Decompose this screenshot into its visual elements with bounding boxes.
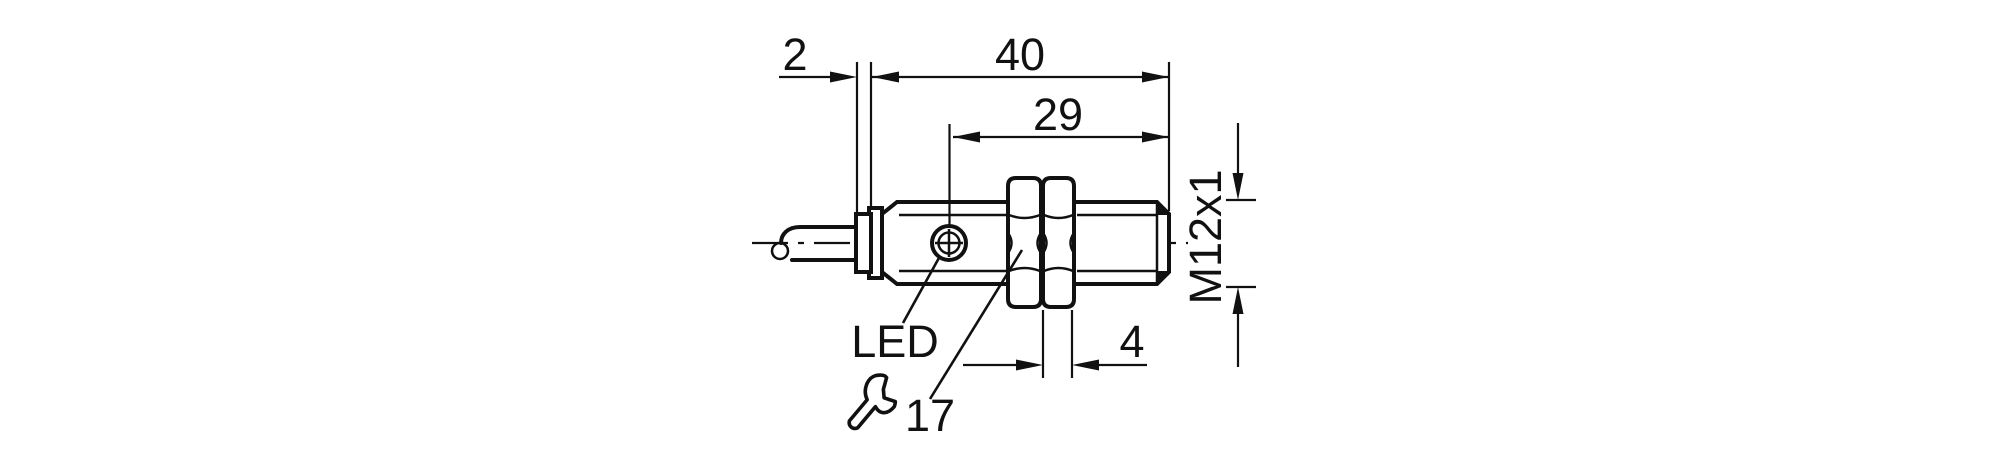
led-label: LED xyxy=(851,316,939,367)
hex-nut-right xyxy=(1041,176,1076,309)
wrench-size-label: 17 xyxy=(905,390,955,441)
led-callout: LED xyxy=(851,255,942,367)
wrench-size-callout: 17 xyxy=(847,249,1024,441)
cable-end-curl xyxy=(770,241,790,261)
dim-label-2: 2 xyxy=(782,29,807,80)
gland-step-inner xyxy=(854,212,873,274)
thread-root-lines xyxy=(899,213,1156,273)
dim-housing-length: 40 xyxy=(872,29,1169,83)
dim-cable-gland-width: 2 xyxy=(779,29,857,83)
cable-top-edge xyxy=(779,225,859,245)
dim-label-4: 4 xyxy=(1119,316,1144,367)
tip-chamfer-top xyxy=(1156,202,1169,215)
dim-label-40: 40 xyxy=(995,29,1045,80)
wrench-icon xyxy=(847,373,898,431)
led-indicator xyxy=(930,224,968,262)
dim-thread-spec: M12x1 xyxy=(1180,123,1256,367)
dim-label-29: 29 xyxy=(1033,89,1083,140)
dim-nut-thickness: 4 xyxy=(963,316,1147,371)
wrench-size-leader-line xyxy=(928,249,1024,400)
lock-nuts xyxy=(1006,176,1076,309)
cable-gland xyxy=(854,206,884,280)
extension-lines xyxy=(855,62,1171,378)
dim-label-m12x1: M12x1 xyxy=(1180,169,1231,304)
dim-thread-length: 29 xyxy=(953,89,1169,143)
hex-nut-left xyxy=(1006,176,1043,309)
tip-chamfer-bottom xyxy=(1156,271,1169,284)
led-leader-line xyxy=(901,255,942,324)
sensor-cable xyxy=(770,225,859,262)
